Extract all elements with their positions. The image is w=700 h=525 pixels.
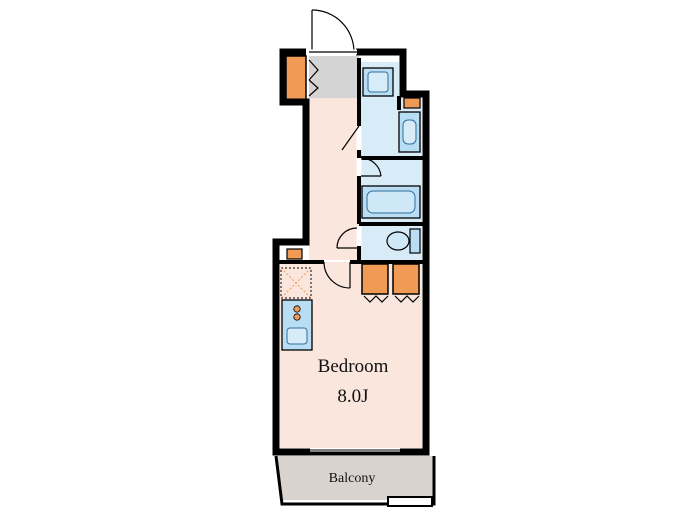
bedroom-size: 8.0J: [337, 386, 368, 407]
shoe-closet: [285, 55, 307, 101]
bathtub-inner: [366, 190, 416, 214]
balcony-window-unit: [387, 496, 433, 507]
closet-right: [392, 263, 420, 295]
room-labels: Bedroom 8.0J Balcony: [318, 356, 389, 486]
corridor-shelf: [286, 248, 303, 260]
walls: [272, 48, 436, 507]
doors: [308, 9, 420, 303]
outer-wall: [272, 48, 430, 456]
stove-burner-2: [293, 313, 301, 321]
kitchen-sink: [286, 327, 308, 345]
stove-burner-1: [293, 305, 301, 313]
corridor-floor: [309, 98, 359, 260]
balcony-floor: [276, 456, 434, 500]
washing-machine-drum: [367, 71, 389, 93]
bedroom-name: Bedroom: [318, 356, 389, 377]
balcony-name: Balcony: [329, 471, 376, 486]
toilet-tank: [409, 228, 421, 254]
fixtures: [280, 67, 421, 351]
storage-units: [285, 55, 421, 295]
washbasin-bowl: [402, 119, 417, 145]
balcony-rail: [274, 455, 436, 506]
entrance-floor: [309, 56, 359, 98]
closet-left: [361, 263, 389, 295]
washroom-shelf: [403, 97, 421, 109]
toilet-bowl: [386, 231, 410, 251]
